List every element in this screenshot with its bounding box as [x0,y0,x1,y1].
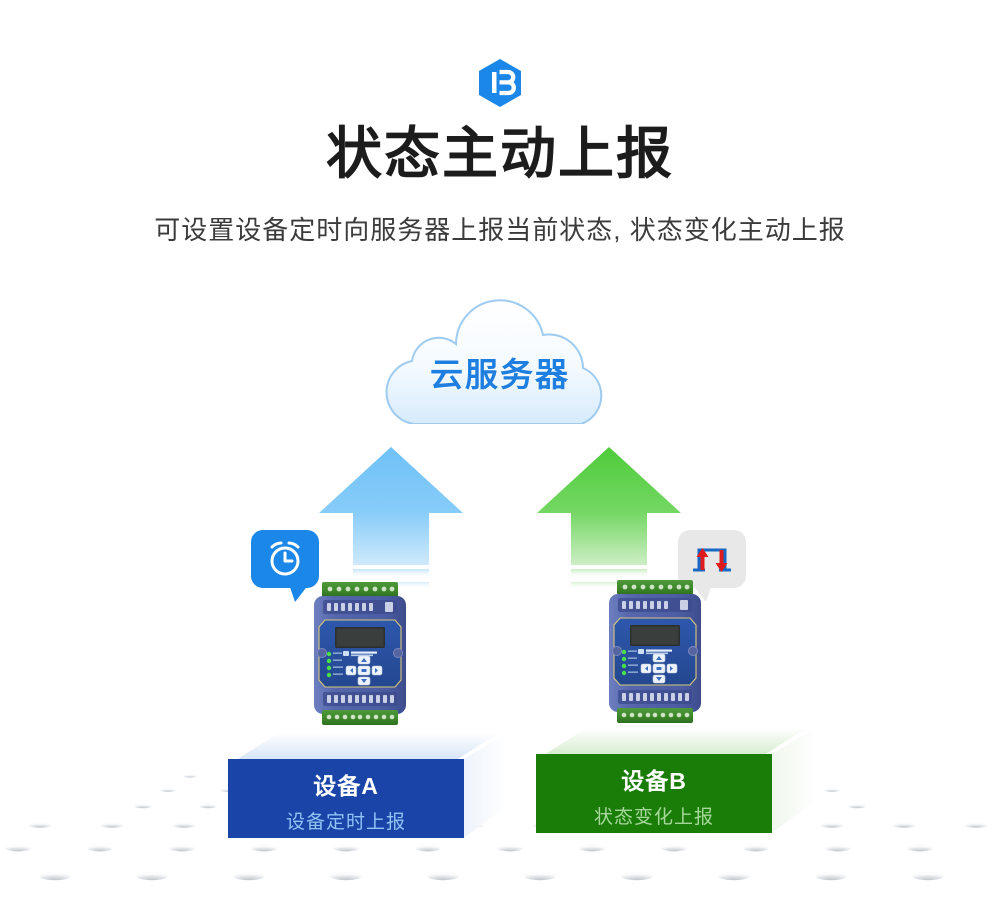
page-title: 状态主动上报 [326,122,674,185]
io-controller-module-icon [609,580,701,723]
platform-a-labels: 设备A 设备定时上报 [228,759,464,838]
brand-logo [0,58,1000,113]
bubble-device-a-timer [251,530,319,602]
platform-a-subtitle: 设备定时上报 [285,812,406,833]
platform-top-surface [237,733,499,760]
hexagon-b-logo-icon [478,58,522,108]
flow-arrow-device-a [317,445,465,595]
device-module-a [305,580,415,728]
platform-side-face [772,728,816,833]
bubble-device-b-state-change [678,530,746,602]
platform-a-name: 设备A [313,773,379,799]
page-subtitle: 可设置设备定时向服务器上报当前状态, 状态变化主动上报 [154,215,846,245]
platform-front-face [228,759,464,838]
platform-b-subtitle: 状态变化上报 [593,807,714,828]
bubble-body [678,530,746,588]
platform-b-labels: 设备B 状态变化上报 [536,754,772,833]
platform-device-a: 设备A 设备定时上报 [228,733,508,838]
up-arrow-icon [319,447,463,589]
signal-change-arrows-icon [693,548,731,572]
platform-front-face [536,754,772,833]
platform-device-b: 设备B 状态变化上报 [536,728,816,833]
platform-side-face [464,733,508,838]
up-arrow-icon [537,447,681,589]
alarm-clock-icon [270,541,300,576]
flow-arrow-device-b [535,445,683,595]
io-controller-module-icon [314,582,406,725]
cloud-server-label: 云服务器 [430,356,570,393]
platform-top-surface [545,728,807,755]
cloud-shape-icon [385,299,603,424]
platform-b-name: 设备B [621,768,687,794]
cloud-server: 云服务器 [378,288,622,424]
device-module-b [600,578,710,726]
